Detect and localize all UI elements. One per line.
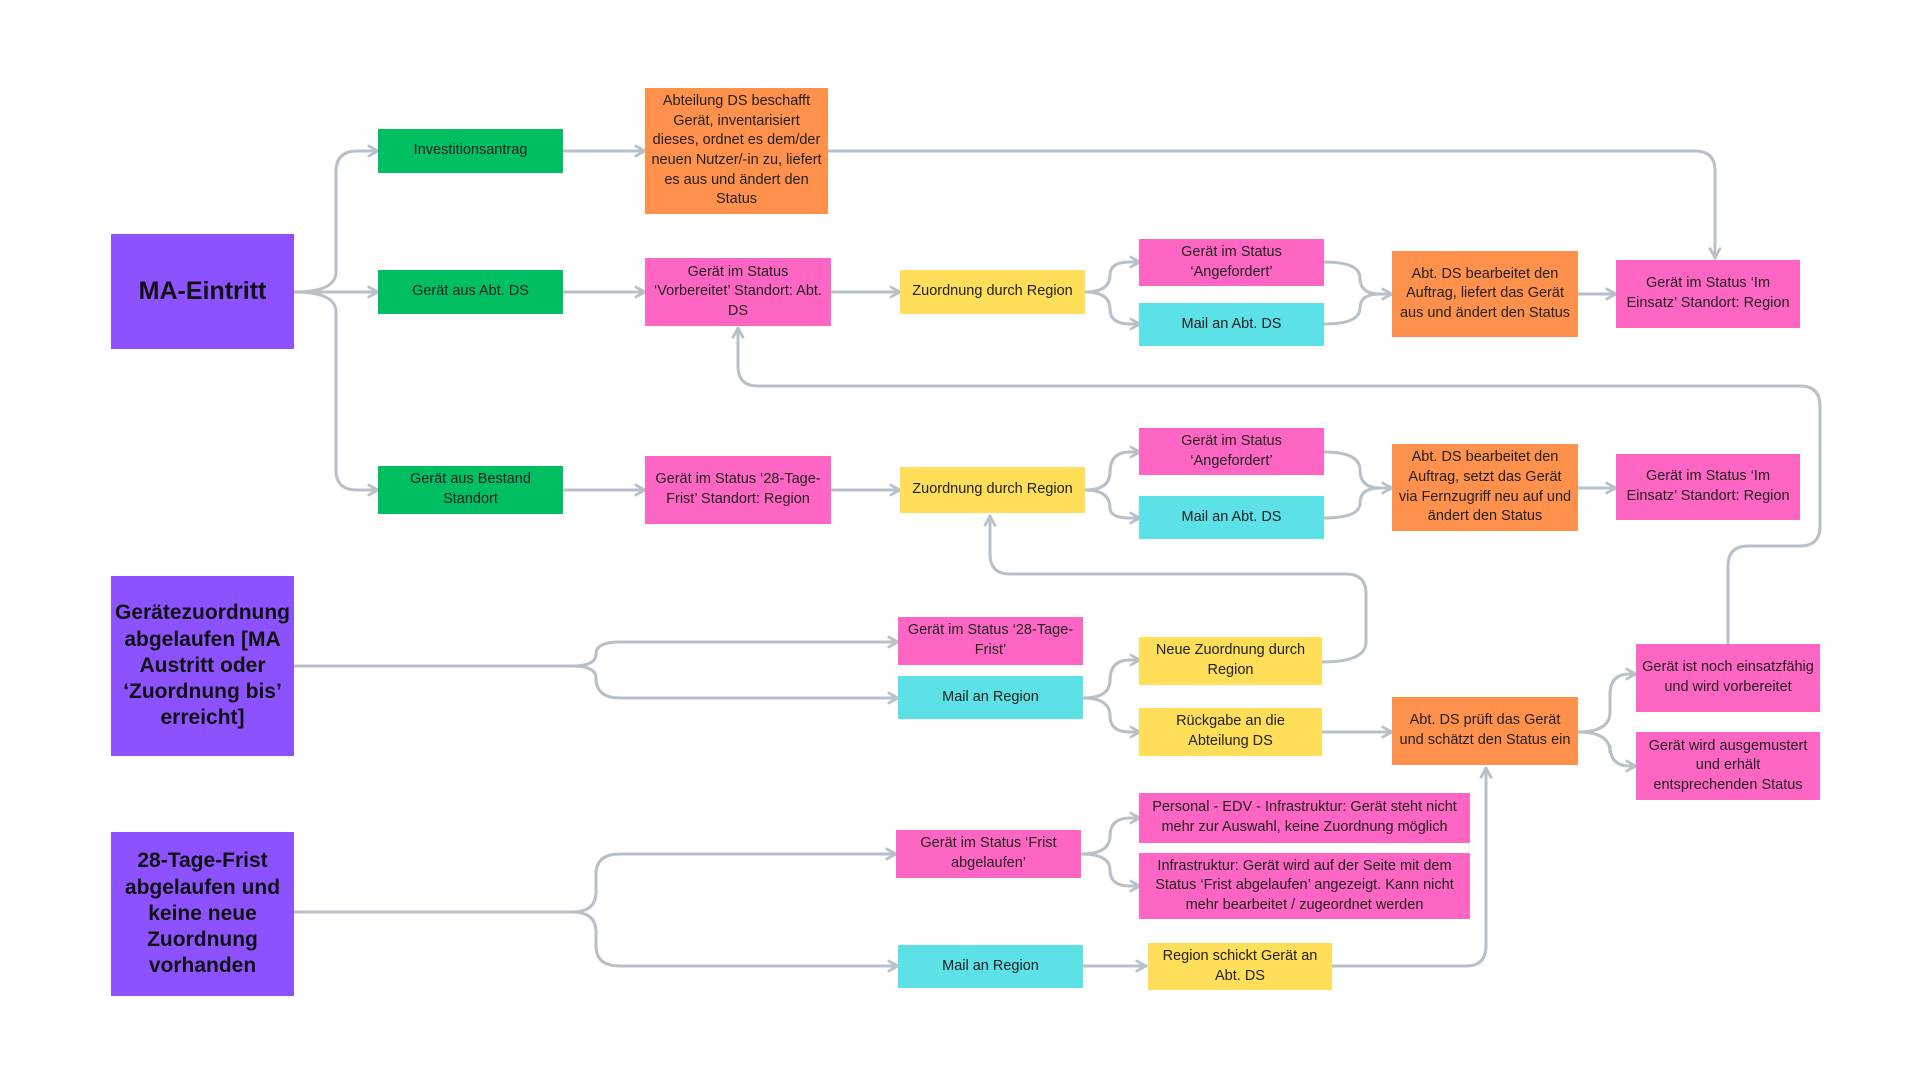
connector-status-frist-infrastruktur <box>1079 852 1142 886</box>
connector-einsatzfaehig-vorbereitet <box>738 326 1822 648</box>
node-abt-ds-liefert: Abt. DS bearbeitet den Auftrag, liefert … <box>1392 251 1578 337</box>
connector-zuordnung-1-mail-abt-ds-1 <box>1083 290 1142 324</box>
connector-zuordnung-2-mail-abt-ds-2 <box>1083 488 1142 518</box>
connector-prueft-einsatzfaehig <box>1576 674 1638 734</box>
node-mail-abt-ds-1: Mail an Abt. DS <box>1139 303 1324 346</box>
node-abt-ds-beschafft: Abteilung DS beschafft Gerät, inventaris… <box>645 88 828 214</box>
connector-neue-zuordnung-zuordnung-2 <box>990 514 1368 664</box>
node-geraet-aus-bestand: Gerät aus Bestand Standort <box>378 466 563 514</box>
node-neue-zuordnung: Neue Zuordnung durch Region <box>1139 637 1322 685</box>
connector-beschafft-im-einsatz-1 <box>826 149 1715 260</box>
node-status-vorbereitet: Gerät im Status ‘Vorbereitet’ Standort: … <box>645 258 831 326</box>
connector-mail-abt-ds-2-fernzugriff <box>1322 486 1382 520</box>
node-abt-ds-fernzugriff: Abt. DS bearbeitet den Auftrag, setzt da… <box>1392 444 1578 531</box>
connector-prueft-ausgemustert <box>1576 730 1638 766</box>
node-status-frist-abgelaufen: Gerät im Status ‘Frist abgelaufen’ <box>896 830 1081 878</box>
node-im-einsatz-2: Gerät im Status ‘Im Einsatz’ Standort: R… <box>1616 454 1800 520</box>
node-geraetezuordnung-abgelaufen: Gerätezuordnung abgelaufen [MA Austritt … <box>111 576 294 756</box>
node-mail-abt-ds-2: Mail an Abt. DS <box>1139 496 1324 539</box>
node-investitionsantrag: Investitionsantrag <box>378 129 563 173</box>
node-region-schickt: Region schickt Gerät an Abt. DS <box>1148 943 1332 990</box>
node-zuordnung-region-2: Zuordnung durch Region <box>900 467 1085 513</box>
connector-mail-abt-ds-1-abt-ds-liefert <box>1322 292 1382 326</box>
connector-region-schickt-prueft <box>1330 766 1486 968</box>
node-mail-region-2: Mail an Region <box>898 945 1083 988</box>
connector-mail-region-1-rueckgabe <box>1081 696 1142 732</box>
node-zuordnung-region-1: Zuordnung durch Region <box>900 270 1085 314</box>
node-28-tage-frist-abgelaufen: 28-Tage-Frist abgelaufen und keine neue … <box>111 832 294 996</box>
node-status-28-frist-region: Gerät im Status ‘28-Tage-Frist’ Standort… <box>645 456 831 524</box>
connector-abgelaufen-28-frist <box>292 642 900 668</box>
connector-frist-abgelaufen-mail-region-2 <box>292 910 900 966</box>
node-abt-ds-prueft: Abt. DS prüft das Gerät und schätzt den … <box>1392 697 1578 765</box>
connector-abgelaufen-mail-region-1 <box>292 664 900 698</box>
node-ausgemustert: Gerät wird ausgemustert und erhält entsp… <box>1636 732 1820 800</box>
connector-zuordnung-1-angefordert-1 <box>1083 262 1142 294</box>
node-ma-eintritt: MA-Eintritt <box>111 234 294 349</box>
node-rueckgabe: Rückgabe an die Abteilung DS <box>1139 708 1322 756</box>
node-status-angefordert-2: Gerät im Status ‘Angefordert’ <box>1139 428 1324 475</box>
connector-ma-eintritt-investitionsantrag <box>292 151 380 294</box>
connector-mail-region-1-neue-zuordnung <box>1081 660 1142 700</box>
connector-ma-eintritt-geraet-bestand <box>292 290 380 490</box>
node-geraet-aus-abt-ds: Gerät aus Abt. DS <box>378 270 563 314</box>
node-status-28-frist: Gerät im Status ‘28-Tage-Frist’ <box>898 617 1083 665</box>
connector-frist-abgelaufen-status <box>292 854 898 914</box>
connector-status-frist-personal-edv <box>1079 818 1142 856</box>
node-personal-edv: Personal - EDV - Infrastruktur: Gerät st… <box>1139 793 1470 843</box>
connector-angefordert-1-abt-ds-liefert <box>1322 260 1394 294</box>
node-infrastruktur: Infrastruktur: Gerät wird auf der Seite … <box>1139 853 1470 919</box>
node-mail-region-1: Mail an Region <box>898 676 1083 719</box>
node-im-einsatz-1: Gerät im Status ‘Im Einsatz’ Standort: R… <box>1616 260 1800 328</box>
node-status-angefordert-1: Gerät im Status ‘Angefordert’ <box>1139 239 1324 286</box>
node-einsatzfaehig: Gerät ist noch einsatzfähig und wird vor… <box>1636 644 1820 712</box>
connector-angefordert-2-fernzugriff <box>1322 450 1394 488</box>
connector-zuordnung-2-angefordert-2 <box>1083 452 1142 492</box>
